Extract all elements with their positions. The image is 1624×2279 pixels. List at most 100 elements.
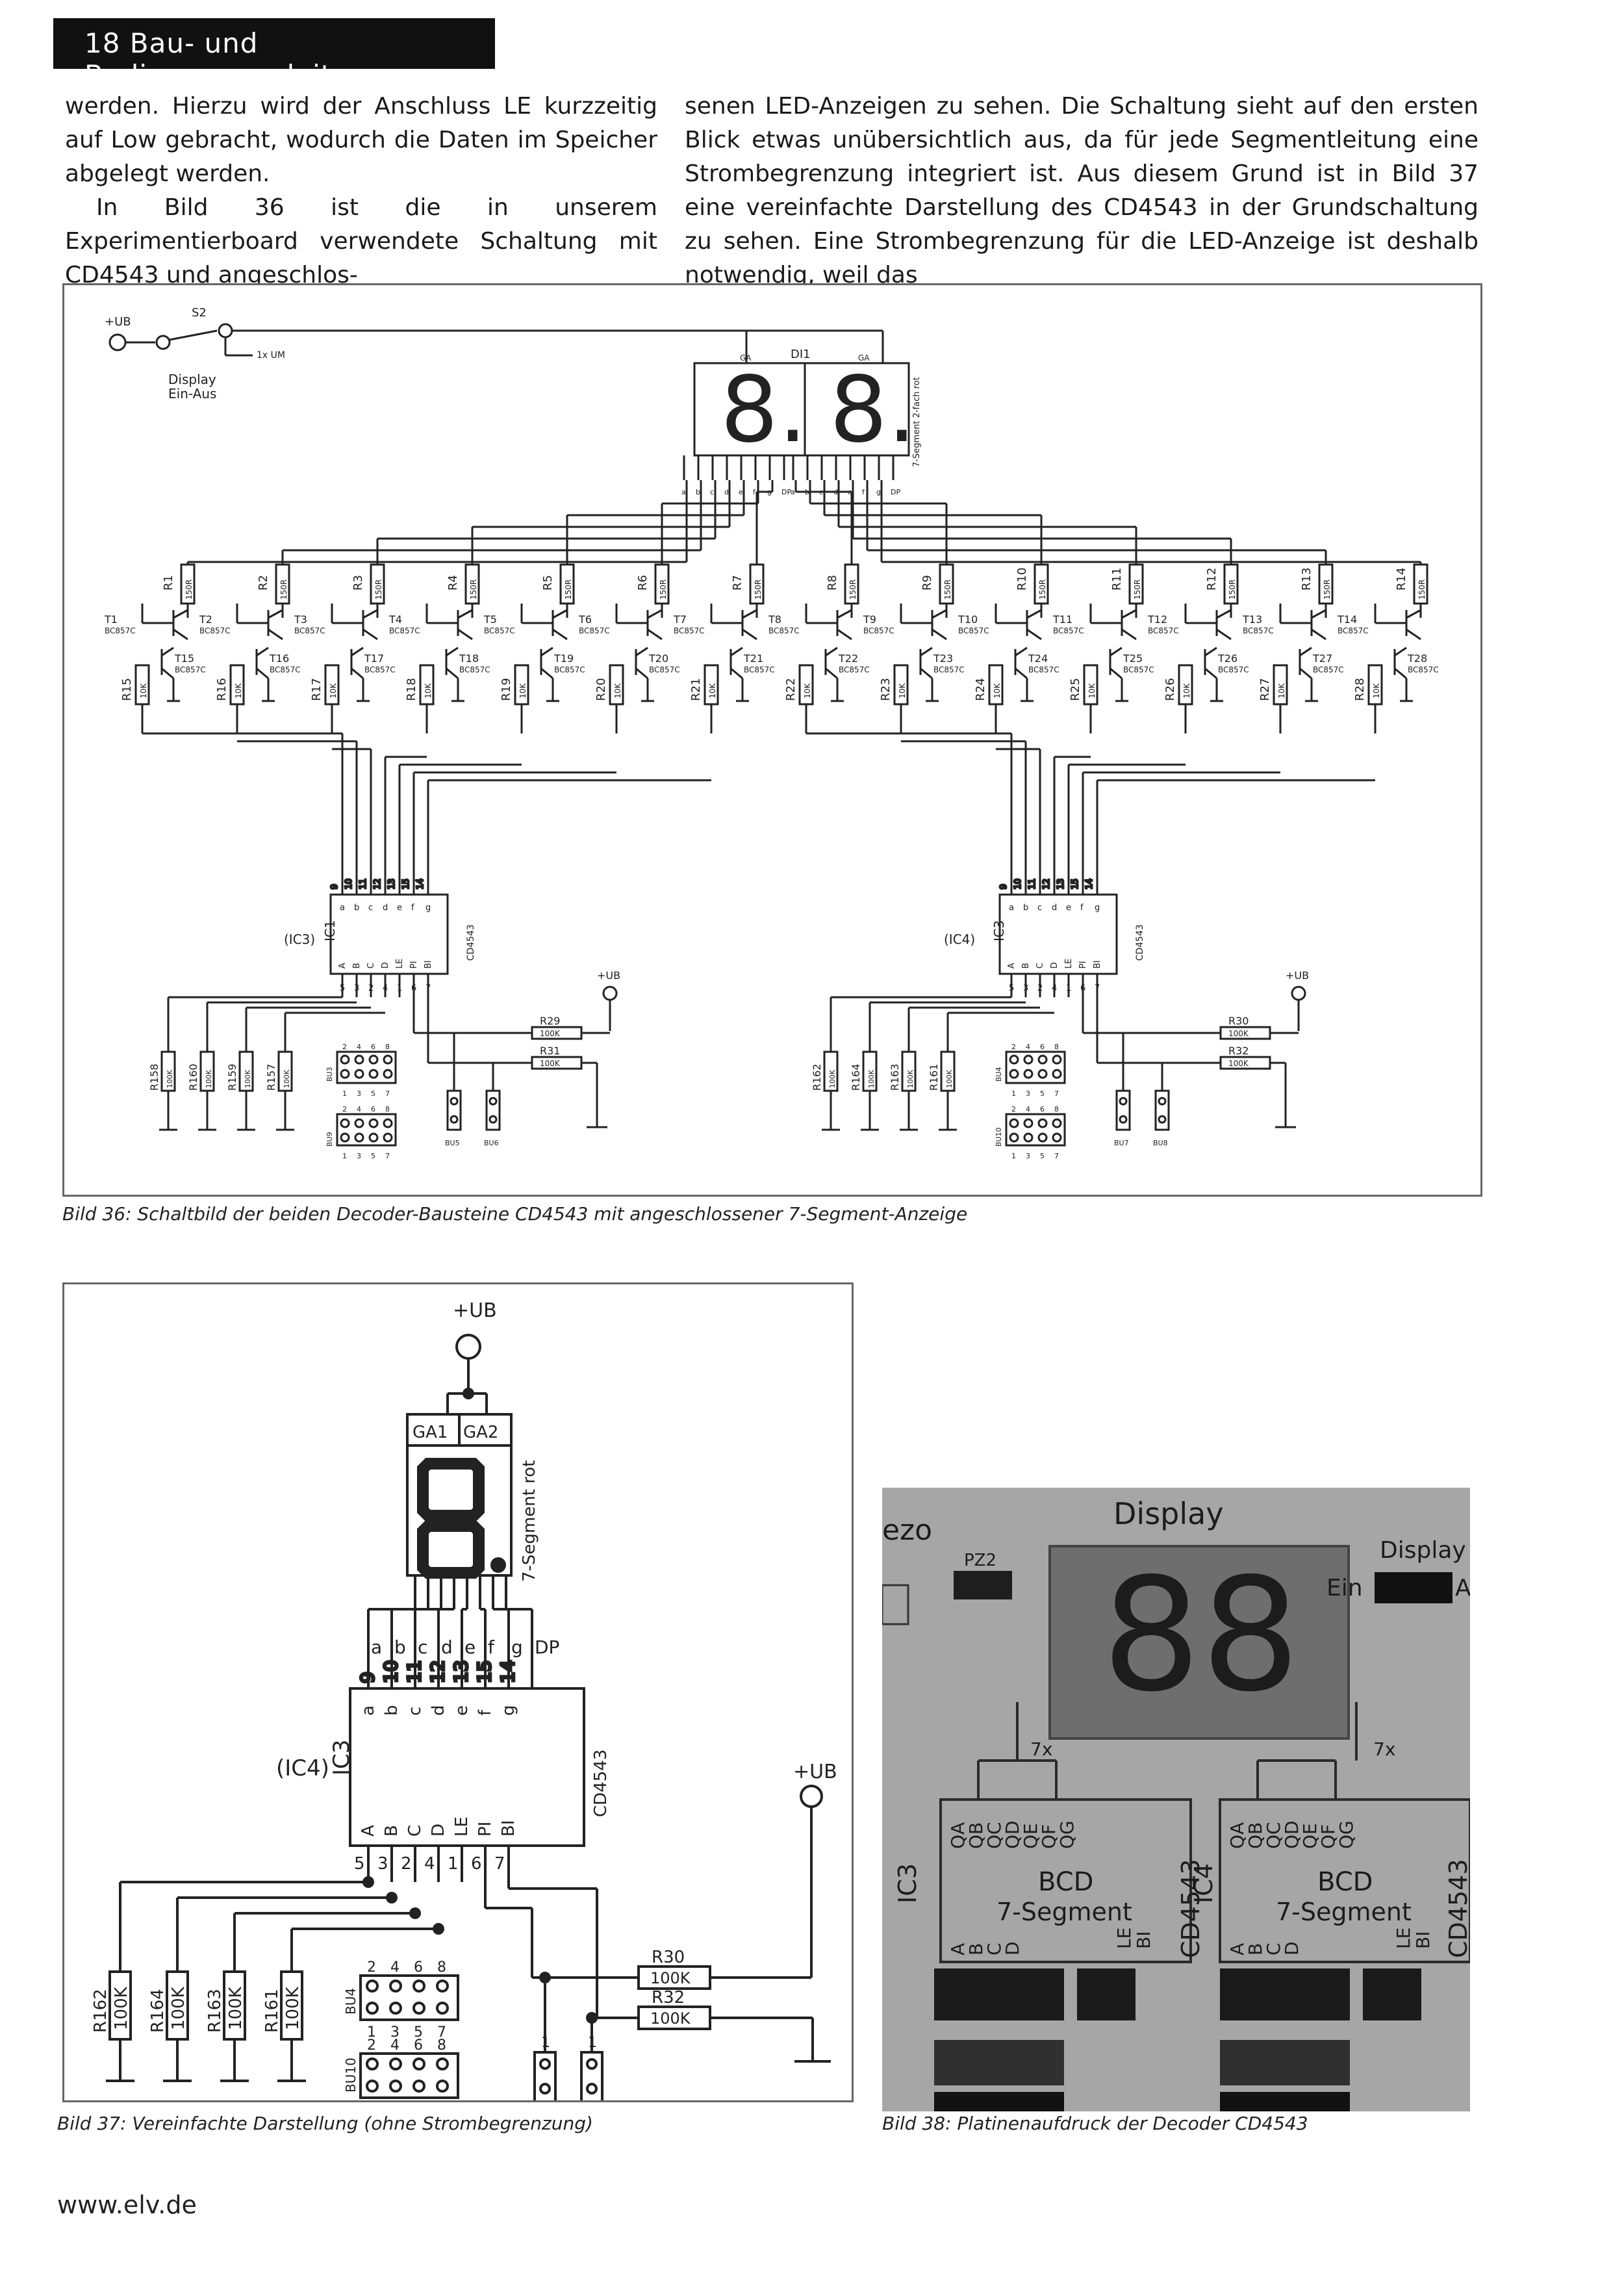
ic-pin-label: d	[383, 903, 388, 913]
ic-pin-label: e	[1066, 903, 1071, 913]
jumper-block[interactable]	[934, 2040, 1064, 2085]
transistor-type: BC857C	[1053, 626, 1084, 635]
transistor-type: BC857C	[1028, 665, 1059, 674]
text-column-left: werden. Hierzu wird der Anschluss LE kur…	[65, 90, 657, 292]
resistor-label: R32	[652, 1988, 685, 2007]
output-pin-label: QA	[1226, 1822, 1248, 1849]
resistor-label: R12	[1205, 568, 1219, 591]
resistor-value: 10K	[613, 683, 622, 698]
input-pin-label: A	[1226, 1943, 1248, 1955]
header-pin-number: 5	[371, 1152, 375, 1160]
transistor-type: BC857C	[933, 665, 965, 674]
ic-type: CD4543	[591, 1750, 611, 1817]
header-pin-number: 7	[1054, 1089, 1059, 1098]
resistor-label: R32	[1228, 1045, 1249, 1057]
transistor-label: T9	[863, 613, 876, 626]
display-digits-icon: 88	[1102, 1544, 1300, 1726]
segment-label: g	[511, 1636, 523, 1658]
input-pin-label: A	[947, 1943, 969, 1955]
resistor-label: R24	[974, 678, 987, 701]
plus-ub-label: +UB	[597, 969, 620, 982]
ic-pin-label: g	[425, 903, 431, 913]
output-pin-label: QG	[1056, 1820, 1078, 1849]
resistor-value: 100K	[1228, 1029, 1249, 1038]
output-pin-label: QF	[1317, 1824, 1339, 1849]
ic-pin-number: 9	[357, 1672, 378, 1683]
ic-pin-number: 4	[424, 1854, 435, 1874]
ic-pin-number: 1	[397, 984, 402, 993]
display-digit-2: 8.	[830, 357, 917, 463]
resistor-value: 10K	[1182, 683, 1191, 698]
resistor-label: R161	[928, 1063, 940, 1091]
resistor-value: 100K	[283, 1069, 291, 1088]
jumper-block[interactable]	[1220, 2040, 1350, 2085]
transistor-type: BC857C	[1123, 665, 1154, 674]
switch-desc-1: Display	[168, 372, 216, 387]
resistor-value: 100K	[205, 1069, 213, 1088]
ic-pin-label: f	[1080, 903, 1084, 913]
output-pin-label: QB	[1245, 1822, 1266, 1849]
ic-pin-label: A	[1007, 963, 1017, 969]
figure-38-photo: 88 Display Display Ein Au ezo PZ2 7x 7x …	[882, 1488, 1470, 2111]
plus-ub-label: +UB	[105, 315, 131, 329]
segment-label: f	[862, 488, 865, 496]
ic-pin-number: 15	[474, 1660, 495, 1683]
le-pin-label: LE	[1393, 1928, 1414, 1949]
paragraph: In Bild 36 ist die in unserem Experiment…	[65, 194, 657, 288]
input-pin-label: D	[1281, 1941, 1302, 1955]
ic-pin-number: 15	[401, 878, 411, 889]
piezo-component	[954, 1571, 1012, 1599]
transistor-type: BC857C	[1218, 665, 1249, 674]
ic-left-alt: (IC3)	[284, 932, 315, 947]
header-pin-number: 8	[1054, 1043, 1059, 1051]
ic-pin-label: LE	[395, 959, 405, 969]
power-switch[interactable]	[1375, 1572, 1453, 1603]
pz-label: PZ2	[964, 1551, 996, 1570]
ic-pin-number: 12	[373, 878, 383, 889]
segment-label: c	[710, 488, 714, 496]
ic-alt-label: (IC4)	[276, 1755, 329, 1781]
segment-label: DP	[535, 1636, 559, 1658]
ic-pin-number: 3	[377, 1854, 388, 1874]
paragraph: werden. Hierzu wird der Anschluss LE kur…	[65, 93, 657, 187]
resistor-value: 10K	[1087, 683, 1097, 698]
jumper-label: BU5	[445, 1139, 460, 1147]
header-pin-number: 6	[371, 1105, 375, 1114]
ic-pin-label: f	[411, 903, 414, 913]
resistor-value: 10K	[993, 683, 1002, 698]
ic-left-name: IC1	[322, 920, 338, 941]
transistor-type: BC857C	[768, 626, 800, 635]
transistor-type: BC857C	[674, 626, 705, 635]
transistor-label: T18	[459, 652, 479, 665]
header-pin-number: 2	[367, 2037, 376, 2054]
ic-pin-number: 2	[1037, 984, 1043, 993]
ic-pin-number: 11	[403, 1660, 425, 1683]
ic-pin-label: B	[352, 963, 362, 969]
ic-left-label: IC3	[893, 1863, 922, 1903]
ic-pin-label: PI	[1078, 961, 1088, 969]
resistor-label: R160	[187, 1063, 199, 1091]
output-pin-label: QD	[1002, 1820, 1023, 1849]
ic-name: IC3	[329, 1740, 355, 1776]
ic-pin-number: 3	[1023, 984, 1028, 993]
header-label: BU10	[343, 2057, 359, 2093]
switch-on-label: Ein	[1326, 1575, 1363, 1601]
ic-pin-label: A	[359, 1825, 378, 1837]
ic-type-right: CD4543	[1444, 1859, 1470, 1958]
ic-right-label: IC4	[1189, 1863, 1218, 1903]
switch-name: S2	[192, 306, 207, 320]
output-pin-label: QE	[1299, 1823, 1321, 1849]
ic-pin-label: BI	[424, 960, 433, 969]
resistor-label: R7	[731, 575, 744, 591]
ic-pin-label: D	[1050, 962, 1059, 969]
resistor-label: R4	[446, 575, 460, 591]
header-pin-number: 1	[342, 1089, 347, 1098]
transistor-type: BC857C	[554, 665, 585, 674]
transistor-type: BC857C	[105, 626, 136, 635]
transistor-label: T28	[1407, 652, 1427, 665]
ic-pin-label: D	[429, 1824, 448, 1837]
resistor-label: R2	[257, 575, 270, 591]
ic-pin-label: e	[397, 903, 402, 913]
segment-label: f	[488, 1636, 495, 1658]
